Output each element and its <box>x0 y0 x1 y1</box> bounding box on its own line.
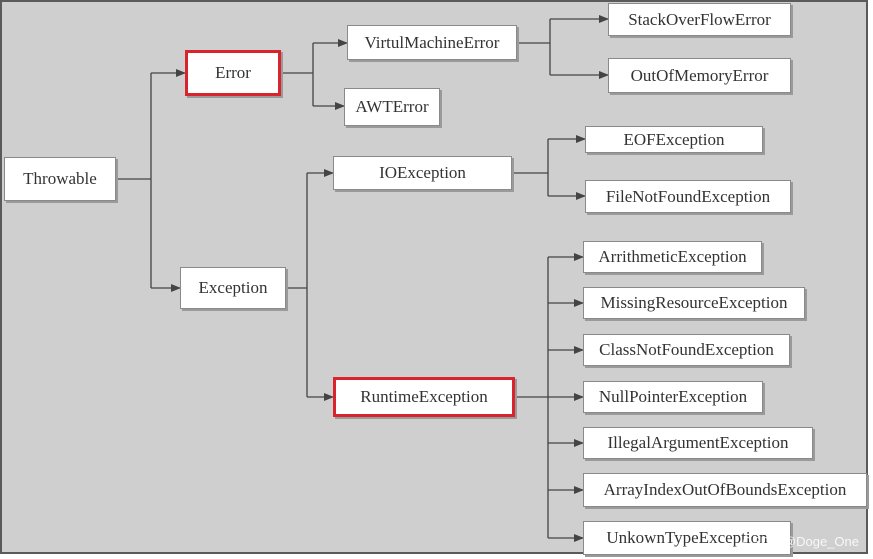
node-illegal-argument-exception: IllegalArgumentException <box>583 427 813 459</box>
node-virtual-machine-error: VirtulMachineError <box>347 25 517 60</box>
node-throwable: Throwable <box>4 157 116 201</box>
node-null-pointer-exception: NullPointerException <box>583 381 763 413</box>
node-runtime-exception: RuntimeException <box>333 377 515 417</box>
node-missing-resource-exception: MissingResourceException <box>583 287 805 319</box>
node-eof-exception: EOFException <box>585 126 763 153</box>
node-io-exception: IOException <box>333 156 512 190</box>
watermark: CSDN @Doge_One <box>742 534 859 549</box>
node-array-index-out-of-bounds-exception: ArrayIndexOutOfBoundsException <box>583 473 867 507</box>
node-error: Error <box>185 50 281 96</box>
node-file-not-found-exception: FileNotFoundException <box>585 180 791 213</box>
node-stack-overflow-error: StackOverFlowError <box>608 3 791 36</box>
node-out-of-memory-error: OutOfMemoryError <box>608 58 791 93</box>
node-arithmetic-exception: ArrithmeticException <box>583 241 762 273</box>
node-class-not-found-exception: ClassNotFoundException <box>583 334 790 366</box>
node-exception: Exception <box>180 267 286 309</box>
node-awt-error: AWTError <box>344 88 440 126</box>
